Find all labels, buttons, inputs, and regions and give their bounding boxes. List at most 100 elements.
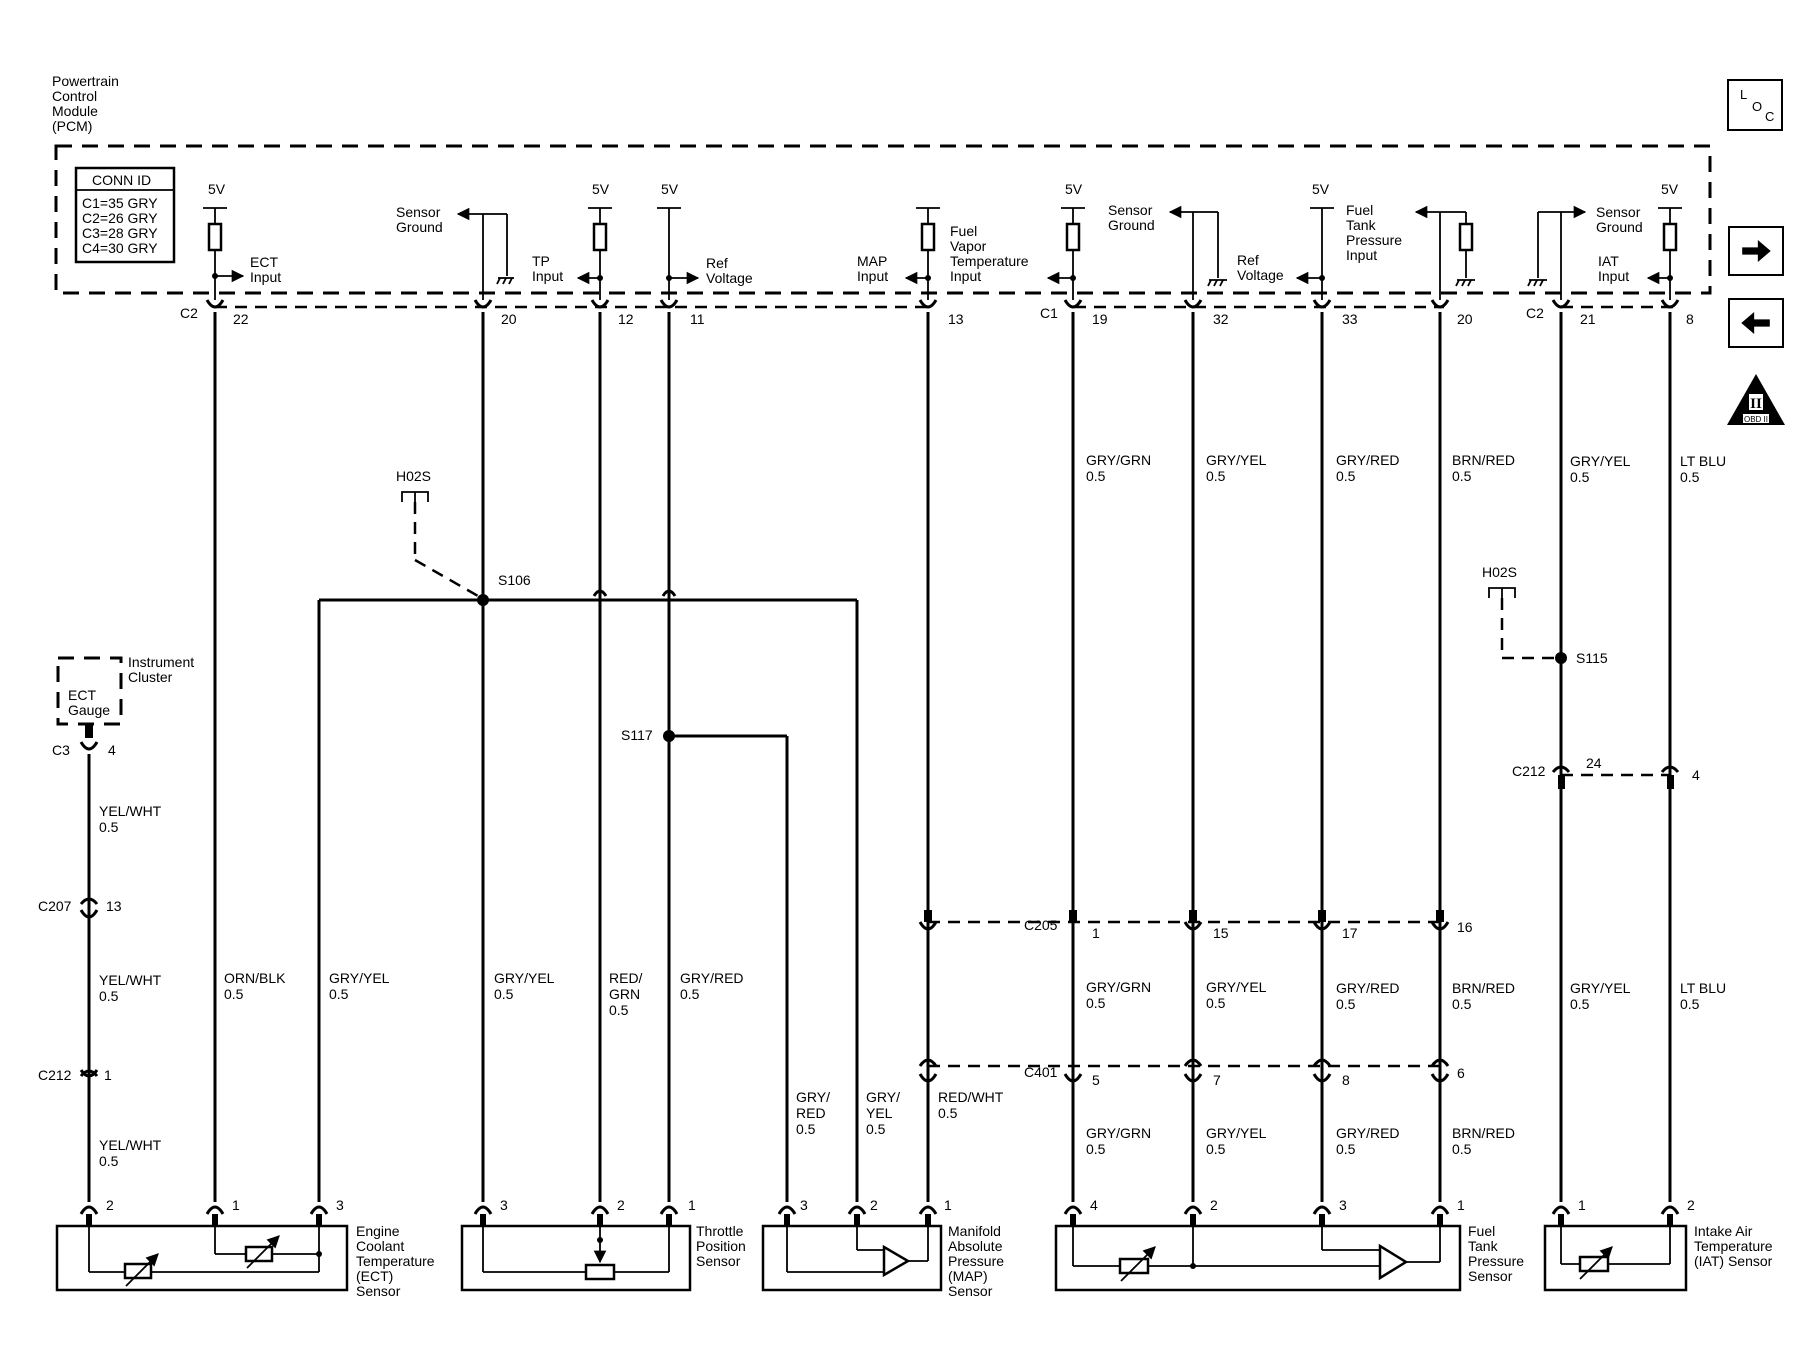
svg-text:YEL/WHT: YEL/WHT (99, 1137, 162, 1153)
svg-text:Module: Module (52, 103, 98, 119)
svg-text:2: 2 (617, 1197, 625, 1213)
svg-text:Tank: Tank (1468, 1238, 1499, 1254)
sensor-pin-numbers: 2 1 3 3 2 1 3 2 1 4 2 3 1 1 2 (106, 1197, 1695, 1213)
svg-text:GRY/YEL: GRY/YEL (1206, 452, 1267, 468)
svg-text:H02S: H02S (396, 468, 431, 484)
svg-text:Fuel: Fuel (1346, 202, 1373, 218)
map-sensor: Manifold Absolute Pressure (MAP) Sensor (761, 1223, 1004, 1299)
pcm-module-outline (54, 144, 1712, 295)
svg-text:Sensor: Sensor (396, 204, 441, 220)
svg-text:(PCM): (PCM) (52, 118, 92, 134)
svg-text:2: 2 (1210, 1197, 1218, 1213)
svg-text:Temperature: Temperature (1694, 1238, 1773, 1254)
svg-text:1: 1 (232, 1197, 240, 1213)
svg-text:0.5: 0.5 (329, 986, 349, 1002)
svg-text:0.5: 0.5 (1680, 996, 1700, 1012)
svg-text:0.5: 0.5 (1206, 468, 1226, 484)
svg-text:0.5: 0.5 (1570, 996, 1590, 1012)
svg-text:C4=30 GRY: C4=30 GRY (82, 240, 158, 256)
svg-text:1: 1 (104, 1067, 112, 1083)
connector-c207: C207 13 (38, 897, 122, 919)
svg-text:RED/: RED/ (609, 970, 643, 986)
svg-text:Coolant: Coolant (356, 1238, 404, 1254)
pcm-ect-pullup: ECT Input (203, 207, 281, 300)
pcm-ref-voltage-1: Ref Voltage (657, 207, 753, 300)
pcm-connector-cups (205, 299, 1680, 309)
svg-text:0.5: 0.5 (796, 1121, 816, 1137)
svg-text:GRY/GRN: GRY/GRN (1086, 979, 1151, 995)
instrument-cluster: Instrument Cluster ECT Gauge C3 4 (52, 654, 194, 1202)
svg-text:Sensor: Sensor (1468, 1268, 1513, 1284)
svg-text:LT BLU: LT BLU (1680, 980, 1726, 996)
svg-text:0.5: 0.5 (866, 1121, 886, 1137)
loc-button[interactable]: L O C (1727, 79, 1783, 131)
obd-label: OBD II (1744, 415, 1768, 424)
svg-text:Ground: Ground (1596, 219, 1643, 235)
connector-label-c1: C1 (1040, 305, 1058, 321)
pcm-ref-voltage-2: Ref Voltage (1237, 207, 1334, 300)
svg-text:13: 13 (948, 311, 964, 327)
svg-text:0.5: 0.5 (1452, 1141, 1472, 1157)
connector-c205: C205 1 15 17 16 (918, 910, 1473, 941)
svg-text:S117: S117 (621, 727, 653, 743)
svg-text:C3: C3 (52, 742, 70, 758)
svg-text:C212: C212 (38, 1067, 72, 1083)
svg-text:RED: RED (796, 1105, 826, 1121)
connector-label-c2: C2 (180, 305, 198, 321)
svg-text:YEL/WHT: YEL/WHT (99, 972, 162, 988)
svg-text:0.5: 0.5 (99, 988, 119, 1004)
svg-text:0.5: 0.5 (1206, 1141, 1226, 1157)
svg-text:3: 3 (336, 1197, 344, 1213)
svg-text:0.5: 0.5 (99, 1153, 119, 1169)
previous-page-button[interactable] (1728, 298, 1784, 348)
svg-text:Tank: Tank (1346, 217, 1377, 233)
svg-text:MAP: MAP (857, 253, 887, 269)
svg-text:YEL: YEL (866, 1105, 893, 1121)
svg-text:S115: S115 (1576, 650, 1608, 666)
next-page-button[interactable] (1728, 226, 1784, 276)
svg-text:GRY/RED: GRY/RED (680, 970, 744, 986)
svg-text:0.5: 0.5 (1206, 995, 1226, 1011)
svg-text:Pressure: Pressure (1346, 232, 1402, 248)
svg-text:15: 15 (1213, 925, 1229, 941)
svg-text:Vapor: Vapor (950, 238, 987, 254)
svg-text:Ground: Ground (396, 219, 443, 235)
fuel-tank-pressure-sensor: Fuel Tank Pressure Sensor (1054, 1223, 1524, 1292)
svg-text:4: 4 (1090, 1197, 1098, 1213)
svg-text:24: 24 (1586, 755, 1602, 771)
svg-text:BRN/RED: BRN/RED (1452, 980, 1515, 996)
svg-text:19: 19 (1092, 311, 1108, 327)
svg-text:11: 11 (690, 311, 705, 327)
pcm-sensor-ground-2: Sensor Ground (1108, 202, 1227, 300)
svg-text:C1=35 GRY: C1=35 GRY (82, 195, 158, 211)
svg-text:0.5: 0.5 (1680, 469, 1700, 485)
svg-text:BRN/RED: BRN/RED (1452, 452, 1515, 468)
svg-text:H02S: H02S (1482, 564, 1517, 580)
svg-text:1: 1 (688, 1197, 696, 1213)
svg-text:7: 7 (1213, 1072, 1221, 1088)
pcm-tp-input: TP Input (532, 207, 612, 300)
svg-text:0.5: 0.5 (1086, 468, 1106, 484)
pcm-pin-numbers: 22 20 12 11 13 19 32 33 20 21 8 (233, 311, 1694, 327)
svg-text:TP: TP (532, 253, 550, 269)
svg-text:6: 6 (1457, 1065, 1465, 1081)
svg-text:Sensor: Sensor (1596, 204, 1641, 220)
h02s-link-1: H02S (396, 468, 479, 598)
arrow-left-icon (1741, 311, 1770, 335)
loc-letter-o: O (1752, 99, 1763, 114)
svg-text:Sensor: Sensor (356, 1283, 401, 1299)
loc-letter-c: C (1765, 109, 1775, 124)
svg-text:Sensor: Sensor (696, 1253, 741, 1269)
svg-text:1: 1 (1092, 925, 1100, 941)
svg-text:3: 3 (1339, 1197, 1347, 1213)
svg-text:13: 13 (106, 898, 122, 914)
svg-text:32: 32 (1213, 311, 1229, 327)
svg-text:Manifold: Manifold (948, 1223, 1001, 1239)
svg-text:8: 8 (1686, 311, 1694, 327)
svg-text:GRN: GRN (609, 986, 640, 1002)
svg-text:4: 4 (108, 742, 116, 758)
svg-text:17: 17 (1342, 925, 1358, 941)
pcm-sensor-ground-3: Sensor Ground (1527, 204, 1643, 300)
